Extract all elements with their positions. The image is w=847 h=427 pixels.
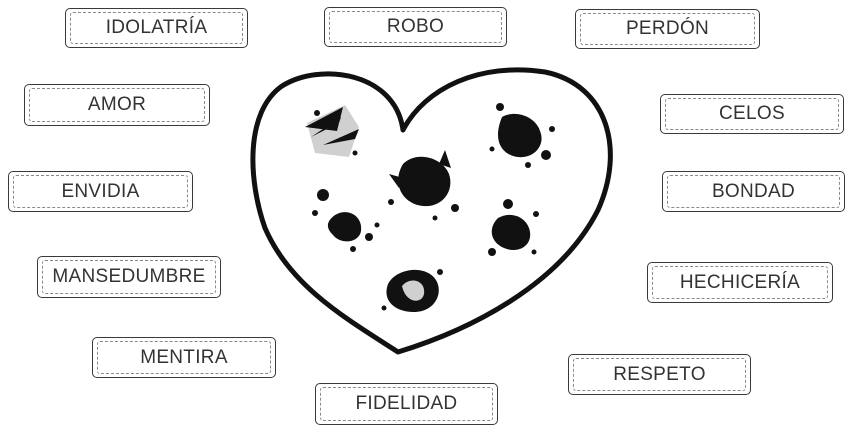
- heart-outline: [250, 67, 613, 355]
- word-label: ROBO: [386, 16, 445, 37]
- word-label: ENVIDIA: [61, 180, 140, 202]
- word-card-bondad[interactable]: BONDAD: [662, 171, 845, 212]
- word-label: HECHICERÍA: [679, 271, 801, 293]
- word-label: BONDAD: [711, 180, 796, 202]
- word-card-respeto[interactable]: RESPETO: [568, 354, 751, 395]
- ink-splat-4: [312, 189, 380, 252]
- word-label: IDOLATRÍA: [105, 17, 208, 38]
- word-card-mentira[interactable]: MENTIRA: [92, 337, 276, 378]
- word-label: RESPETO: [613, 363, 706, 385]
- word-card-fidelidad[interactable]: FIDELIDAD: [315, 383, 498, 425]
- word-card-mansedumbre[interactable]: MANSEDUMBRE: [37, 256, 221, 298]
- ink-splat-3: [388, 150, 459, 221]
- word-card-amor[interactable]: AMOR: [24, 84, 210, 126]
- word-label: MANSEDUMBRE: [52, 266, 206, 287]
- ink-splat-1: [305, 105, 359, 157]
- word-label: MENTIRA: [140, 346, 228, 368]
- word-label: CELOS: [719, 103, 785, 124]
- word-card-perdon[interactable]: PERDÓN: [575, 9, 760, 49]
- word-label: FIDELIDAD: [355, 393, 458, 414]
- ink-splat-6: [381, 269, 443, 312]
- word-card-idolatria[interactable]: IDOLATRÍA: [65, 8, 248, 48]
- ink-splat-2: [489, 103, 555, 168]
- ink-splat-5: [488, 199, 539, 256]
- word-card-hechiceria[interactable]: HECHICERÍA: [647, 262, 833, 303]
- word-card-envidia[interactable]: ENVIDIA: [8, 171, 193, 212]
- word-card-robo[interactable]: ROBO: [324, 7, 507, 47]
- word-label: AMOR: [87, 94, 147, 115]
- word-label: PERDÓN: [625, 18, 710, 39]
- word-card-celos[interactable]: CELOS: [660, 94, 844, 134]
